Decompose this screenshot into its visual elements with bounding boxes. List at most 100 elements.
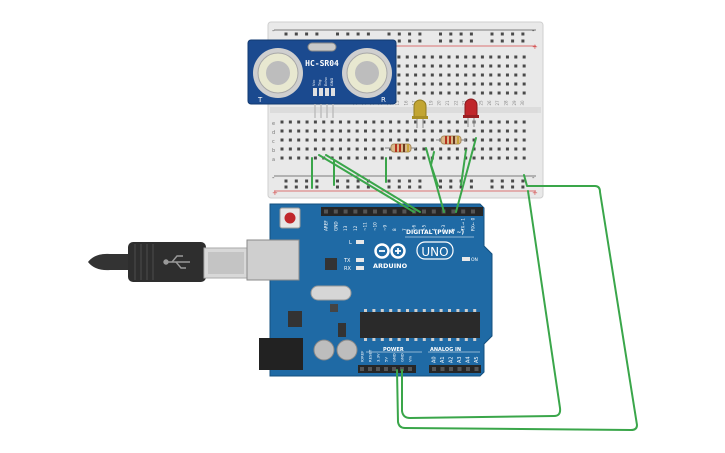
power-pin-label: Vin [408, 355, 413, 362]
column-number: 16 [403, 100, 408, 106]
column-number: 26 [487, 100, 492, 106]
digital-pin-label: GND [333, 221, 338, 231]
digital-label: DIGITAL (PWM ~) [406, 229, 464, 236]
digital-pin-label: ~6 [412, 224, 417, 231]
power-label: POWER [383, 347, 404, 353]
row-label-a: a [272, 157, 275, 163]
digital-pin-label: 2 [451, 228, 456, 231]
receiver-transducer [342, 48, 392, 98]
reset-button[interactable] [279, 207, 301, 229]
wires [311, 137, 638, 431]
digital-pin-label: RX← 0 [471, 217, 476, 231]
column-number: 28 [503, 100, 508, 106]
power-pin-label: 5V [384, 357, 389, 362]
wire-gnd-to-board[interactable] [401, 190, 562, 419]
row-label-d: d [272, 130, 275, 136]
sensor-label: HC-SR04 [305, 59, 339, 68]
power-pin-label: RESET [368, 349, 373, 362]
usb-chip [325, 258, 337, 270]
sensor-pin-trig-label: Trig [318, 80, 322, 87]
row-label-c: c [272, 139, 275, 145]
analog-pin-label: A2 [449, 356, 455, 363]
power-pin-label: 3.3V [376, 353, 381, 362]
wire-red-led-gnd[interactable] [460, 149, 467, 186]
digital-pin-label: ~11 [363, 222, 368, 231]
sensor-pin-vcc-label: Vcc [312, 80, 316, 86]
voltage-regulator [288, 311, 302, 327]
digital-header [321, 207, 483, 216]
digital-pin-label: ~9 [382, 224, 387, 231]
row-label-b: b [272, 148, 275, 154]
ultrasonic-sensor[interactable]: HC-SR04 T R Vcc Trig Echo GND [247, 39, 397, 118]
column-number: 23 [462, 100, 467, 106]
wire-yellow-led-to-pin[interactable] [425, 147, 445, 213]
usb-icon [163, 255, 190, 269]
rail-plus-top-right: + [532, 43, 538, 51]
digital-pin-label: 4 [431, 228, 436, 231]
sensor-header-pins [313, 88, 335, 96]
digital-pin-label: TX→ 1 [461, 218, 466, 232]
digital-pin-label: ~5 [422, 224, 427, 231]
led-l-indicator [356, 240, 364, 244]
digital-pin-label: ~10 [373, 222, 378, 231]
rail-minus-bottom-right: - [532, 174, 535, 182]
power-pin-label: GND [392, 353, 397, 362]
analog-label: ANALOG IN [430, 347, 461, 353]
on-led-indicator [462, 257, 470, 261]
resistor-1[interactable] [385, 143, 416, 153]
analog-header [429, 365, 481, 373]
column-number: 27 [495, 100, 500, 106]
wire-echo-to-pin[interactable] [325, 154, 421, 213]
usb-port [246, 239, 300, 281]
column-number: 21 [445, 100, 450, 106]
column-number: 15 [395, 100, 400, 106]
yellow-led[interactable] [412, 99, 428, 128]
wire-5v-to-rail[interactable] [396, 174, 638, 431]
smd-component [330, 304, 338, 312]
led-label-tx: TX [343, 258, 351, 264]
analog-pin-label: A4 [466, 356, 472, 363]
sensor-t-mark: T [257, 96, 263, 104]
digital-pin-label: 7 [402, 228, 407, 231]
sensor-r-mark: R [381, 96, 386, 104]
crystal-oscillator [307, 42, 337, 52]
red-led[interactable] [463, 98, 479, 127]
column-number: 30 [520, 100, 525, 106]
power-pin-label: GND [400, 353, 405, 362]
usb-cable[interactable] [88, 242, 249, 282]
rail-minus-bottom-left: - [272, 174, 275, 182]
rail-plus-bottom-left: + [272, 189, 278, 197]
led-rx-indicator [356, 266, 364, 270]
resistor-2[interactable] [436, 135, 466, 145]
crystal [310, 285, 352, 301]
dc-power-jack [259, 338, 303, 370]
led-label-l: L [349, 240, 352, 246]
digital-pin-label: AREF [324, 220, 329, 231]
analog-pin-holes [432, 367, 479, 371]
analog-pin-label: A1 [440, 356, 446, 363]
atmega-chip [360, 309, 480, 341]
analog-pin-label: A3 [457, 356, 463, 363]
column-number: 29 [512, 100, 517, 106]
rail-minus-top-right: - [532, 27, 535, 35]
digital-pin-label: 13 [343, 225, 348, 231]
digital-pin-label: 8 [392, 228, 397, 231]
sensor-pin-gnd-label: GND [330, 78, 334, 86]
led-label-rx: RX [344, 266, 351, 272]
model-label: UNO [421, 245, 448, 259]
row-label-e: e [272, 121, 275, 127]
rail-plus-bottom-right: + [532, 189, 538, 197]
rail-minus-top-left: - [272, 27, 275, 35]
column-number: 22 [453, 100, 458, 106]
led-tx-indicator [356, 258, 364, 262]
analog-pin-label: A0 [432, 356, 438, 363]
column-number: 25 [478, 100, 483, 106]
transmitter-transducer [253, 48, 303, 98]
digital-pin-label: 12 [353, 225, 358, 231]
wire-red-led-to-pin[interactable] [455, 137, 477, 213]
